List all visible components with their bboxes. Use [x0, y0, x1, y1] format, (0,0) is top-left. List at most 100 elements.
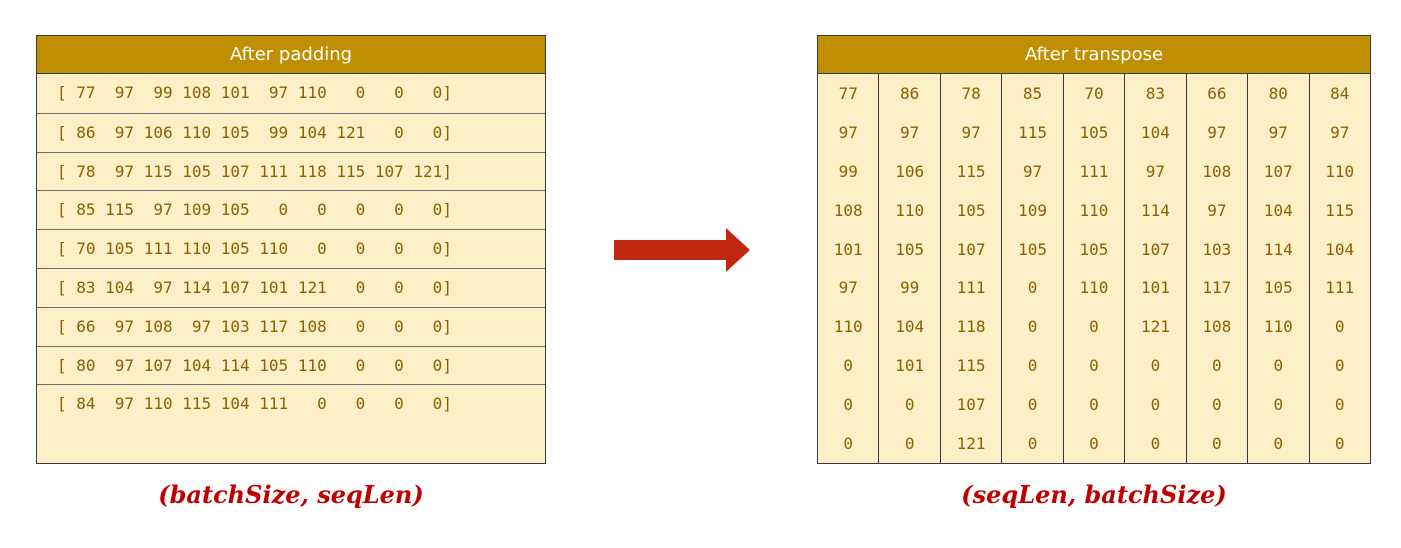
- transpose-column: 85 115 97 109 105 0 0 0 0 0: [1001, 74, 1062, 463]
- transpose-cell: 101: [833, 239, 863, 259]
- transpose-cell: 105: [895, 239, 925, 259]
- transpose-cell: 104: [1263, 200, 1293, 220]
- transpose-cell: 115: [956, 356, 986, 376]
- transpose-cell: 118: [956, 317, 986, 337]
- transpose-cell: 97: [838, 122, 858, 142]
- transpose-cell: 108: [1202, 161, 1232, 181]
- transpose-cell: 111: [1325, 278, 1355, 298]
- padding-row: [ 83 104 97 114 107 101 121 0 0 0]: [37, 267, 545, 307]
- transpose-cell: 107: [1140, 239, 1170, 259]
- transpose-cell: 101: [1140, 278, 1170, 298]
- transpose-cell: 104: [1140, 122, 1170, 142]
- transpose-cell: 0: [1027, 317, 1038, 337]
- transpose-cell: 103: [1202, 239, 1232, 259]
- transpose-cell: 0: [1027, 356, 1038, 376]
- transpose-column: 78 97 115 105 107 111 118 115 107 121: [939, 74, 1001, 463]
- padding-row: [ 70 105 111 110 105 110 0 0 0 0]: [37, 229, 545, 268]
- transpose-cell: 114: [1140, 200, 1170, 220]
- transpose-cell: 105: [1263, 278, 1293, 298]
- transpose-cell: 105: [956, 200, 986, 220]
- padding-row: [ 77 97 99 108 101 97 110 0 0 0]: [57, 83, 452, 102]
- padding-row: [ 85 115 97 109 105 0 0 0 0 0]: [37, 190, 545, 229]
- transpose-cell: 110: [895, 200, 925, 220]
- transpose-cell: 97: [1145, 161, 1166, 181]
- transpose-cell: 0: [843, 356, 854, 376]
- transpose-cell: 108: [833, 200, 863, 220]
- transpose-cell: 0: [1212, 395, 1222, 415]
- transpose-cell: 0: [1334, 434, 1345, 454]
- transpose-column: 77 97 99 108 101 97 110 0 0 0: [818, 74, 878, 463]
- transpose-cell: 0: [843, 434, 854, 454]
- transpose-cell: 80: [1268, 83, 1288, 103]
- transpose-cell: 97: [838, 278, 858, 298]
- transpose-cell: 0: [1212, 434, 1222, 454]
- after-transpose-title: After transpose: [818, 36, 1370, 74]
- transpose-cell: 0: [1089, 317, 1099, 337]
- transpose-cell: 115: [1325, 200, 1355, 220]
- transpose-cell: 107: [956, 239, 986, 259]
- transpose-cell: 111: [1079, 161, 1109, 181]
- transpose-cell: 0: [1334, 356, 1345, 376]
- transpose-cell: 70: [1084, 83, 1104, 103]
- transpose-cell: 78: [961, 83, 981, 103]
- transpose-cell: 0: [1150, 356, 1161, 376]
- transpose-cell: 97: [1207, 122, 1227, 142]
- transpose-cell: 84: [1330, 83, 1350, 103]
- after-padding-title: After padding: [37, 36, 545, 74]
- transpose-cell: 0: [1027, 434, 1038, 454]
- transpose-cell: 97: [900, 122, 920, 142]
- transpose-cell: 115: [1018, 122, 1047, 142]
- transpose-cell: 0: [1150, 395, 1161, 415]
- transpose-cell: 0: [1089, 434, 1099, 454]
- transpose-cell: 0: [1027, 395, 1038, 415]
- transpose-cell: 115: [956, 161, 986, 181]
- transpose-column: 66 97 108 97 103 117 108 0 0 0: [1185, 74, 1247, 463]
- transpose-cell: 109: [1018, 200, 1047, 220]
- transpose-cell: 108: [1202, 317, 1232, 337]
- after-padding-panel: After padding [ 77 97 99 108 101 97 110 …: [36, 35, 546, 464]
- transpose-cell: 97: [1207, 200, 1227, 220]
- left-shape-caption: (batchSize, seqLen): [158, 480, 424, 509]
- transpose-cell: 66: [1207, 83, 1227, 103]
- transpose-cell: 121: [1140, 317, 1170, 337]
- transpose-cell: 114: [1263, 239, 1293, 259]
- right-shape-caption: (seqLen, batchSize): [961, 480, 1227, 509]
- transpose-cell: 111: [956, 278, 986, 298]
- transpose-cell: 97: [1268, 122, 1288, 142]
- transpose-cell: 110: [1079, 200, 1109, 220]
- transpose-cell: 85: [1022, 83, 1043, 103]
- transpose-cell: 0: [1150, 434, 1161, 454]
- transpose-cell: 99: [838, 161, 858, 181]
- transpose-cell: 0: [904, 395, 915, 415]
- padding-row: [ 78 97 115 105 107 111 118 115 107 121]: [37, 151, 545, 191]
- transpose-cell: 0: [904, 434, 915, 454]
- transpose-cell: 106: [895, 161, 925, 181]
- transpose-cell: 121: [956, 434, 986, 454]
- transpose-cell: 0: [1273, 434, 1284, 454]
- transpose-cell: 107: [956, 395, 986, 415]
- padding-row: [ 66 97 108 97 103 117 108 0 0 0]: [37, 306, 545, 346]
- transpose-cell: 97: [1022, 161, 1043, 181]
- transpose-cell: 110: [833, 317, 863, 337]
- transpose-cell: 117: [1202, 278, 1232, 298]
- transpose-cell: 104: [1325, 239, 1355, 259]
- right-arrow-icon: [614, 228, 750, 272]
- transpose-cell: 0: [1334, 317, 1345, 337]
- transpose-cell: 110: [1325, 161, 1355, 181]
- transpose-cell: 86: [900, 83, 920, 103]
- transpose-cell: 0: [1273, 395, 1284, 415]
- transpose-cell: 97: [961, 122, 981, 142]
- transpose-cell: 0: [1089, 356, 1099, 376]
- transpose-cell: 101: [895, 356, 925, 376]
- transpose-cell: 0: [843, 395, 854, 415]
- transpose-cell: 0: [1212, 356, 1222, 376]
- padding-rows: [ 77 97 99 108 101 97 110 0 0 0][ 86 97 …: [37, 74, 545, 423]
- transpose-cell: 105: [1018, 239, 1047, 259]
- transpose-cell: 104: [895, 317, 925, 337]
- transpose-cell: 77: [838, 83, 858, 103]
- transpose-cell: 0: [1027, 278, 1038, 298]
- padding-row: [ 80 97 107 104 114 105 110 0 0 0]: [37, 345, 545, 385]
